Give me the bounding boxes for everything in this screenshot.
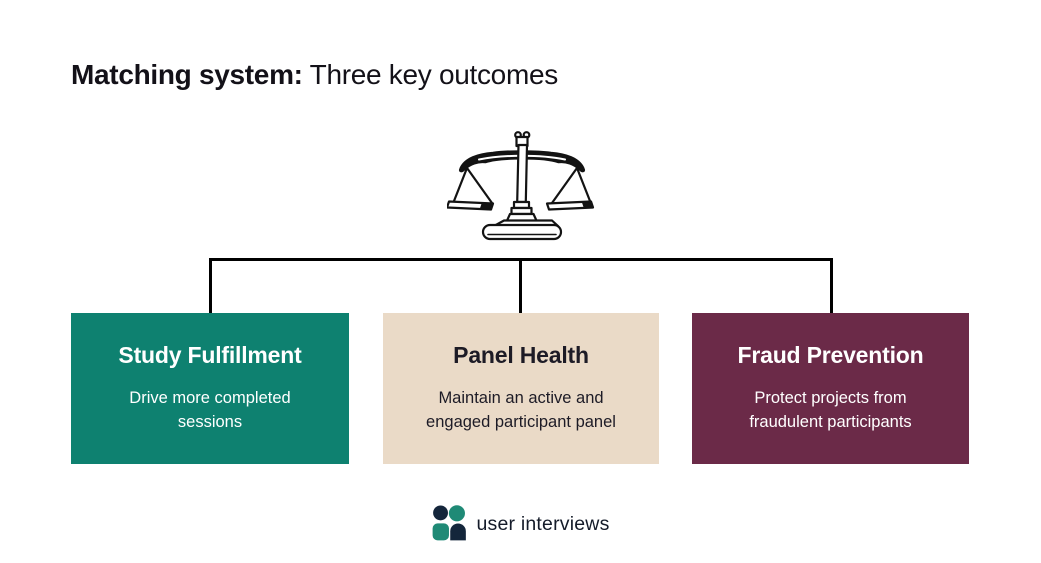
connector-line-right bbox=[830, 258, 833, 314]
connector-line-left bbox=[209, 258, 212, 314]
logo-head-left bbox=[432, 505, 448, 521]
outcome-card-study-fulfillment: Study Fulfillment Drive more completed s… bbox=[71, 313, 349, 464]
page-title-regular: Three key outcomes bbox=[302, 59, 559, 90]
card-description: Maintain an active and engaged participa… bbox=[426, 389, 616, 431]
card-heading: Panel Health bbox=[453, 342, 589, 368]
card-heading: Fraud Prevention bbox=[737, 342, 924, 368]
logo-head-right bbox=[448, 505, 465, 522]
outcome-card-fraud-prevention: Fraud Prevention Protect projects from f… bbox=[692, 313, 969, 464]
card-heading: Study Fulfillment bbox=[118, 342, 302, 368]
logo-mark-icon bbox=[432, 505, 466, 541]
page-title-bold: Matching system: bbox=[71, 59, 303, 90]
card-description: Drive more completed sessions bbox=[129, 389, 291, 431]
logo-text: user interviews bbox=[476, 512, 610, 535]
connector-line-middle bbox=[519, 258, 522, 314]
company-logo: user interviews bbox=[431, 505, 609, 543]
page-title: Matching system: Three key outcomes bbox=[71, 58, 558, 92]
logo-body-right bbox=[449, 523, 466, 541]
card-description: Protect projects from fraudulent partici… bbox=[749, 389, 912, 431]
balance-scales-icon bbox=[447, 131, 595, 241]
outcome-card-panel-health: Panel Health Maintain an active and enga… bbox=[383, 313, 659, 464]
logo-body-left bbox=[432, 523, 449, 541]
